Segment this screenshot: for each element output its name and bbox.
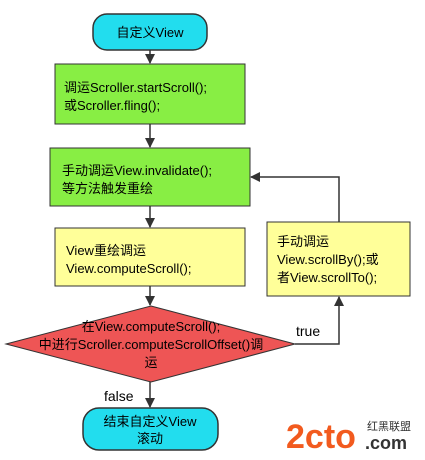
end-line-2: 滚动 (137, 431, 163, 446)
scroll-by-line-1: 手动调运 (277, 234, 329, 249)
start-scroll-line-2: 或Scroller.fling(); (64, 98, 160, 113)
scroll-by-node: 手动调运 View.scrollBy();或 者View.scrollTo(); (266, 221, 411, 297)
end-node: 结束自定义View 滚动 (82, 407, 219, 451)
edge-label-true: true (296, 323, 320, 339)
end-line-1: 结束自定义View (104, 414, 198, 429)
watermark-logo-text: 2cto (286, 418, 356, 456)
decision-line-3: 运 (144, 355, 157, 370)
compute-scroll-line-2: View.computeScroll(); (66, 261, 191, 276)
start-node: 自定义View (92, 13, 208, 51)
decision-line-1: 在View.computeScroll(); (82, 319, 220, 334)
watermark-suffix-text: .com (365, 433, 407, 453)
invalidate-line-1: 手动调运View.invalidate(); (62, 163, 212, 178)
start-scroll-line-1: 调运Scroller.startScroll(); (64, 80, 207, 95)
decision-node: 在View.computeScroll(); 中进行Scroller.compu… (4, 305, 297, 383)
start-scroll-node: 调运Scroller.startScroll(); 或Scroller.flin… (54, 63, 246, 125)
start-node-label: 自定义View (117, 25, 185, 40)
invalidate-line-2: 等方法触发重绘 (62, 181, 153, 196)
watermark-cn-text: 红黑联盟 (367, 420, 411, 433)
watermark-logo: 2cto 红黑联盟 .com (286, 418, 411, 456)
scroll-by-line-2: View.scrollBy();或 (277, 252, 379, 267)
scroll-by-line-3: 者View.scrollTo(); (277, 270, 377, 285)
edge-label-false: false (104, 388, 134, 404)
edge-scrollby-to-invalidate (250, 172, 340, 222)
compute-scroll-node: View重绘调运 View.computeScroll(); (54, 227, 246, 287)
invalidate-node: 手动调运View.invalidate(); 等方法触发重绘 (49, 147, 251, 207)
compute-scroll-line-1: View重绘调运 (66, 243, 146, 258)
decision-line-2: 中进行Scroller.computeScrollOffset()调 (39, 337, 263, 352)
edge-decision-true-to-scrollby (295, 296, 344, 345)
